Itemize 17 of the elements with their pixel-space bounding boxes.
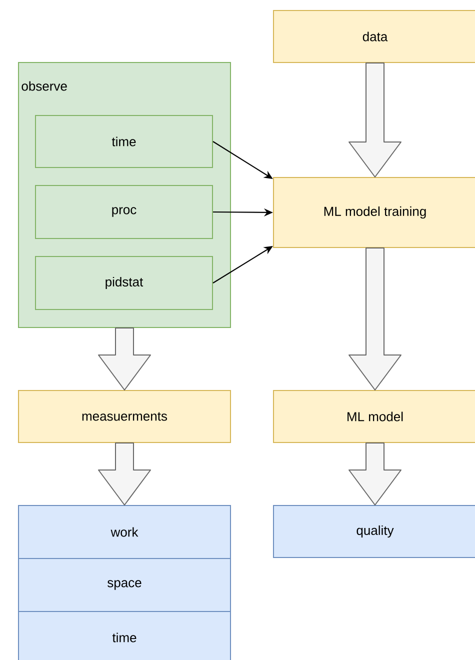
result-box: time bbox=[18, 611, 231, 660]
block-arrow bbox=[348, 248, 402, 390]
process-box: proc bbox=[35, 185, 213, 239]
process-box: measuerments bbox=[18, 390, 231, 443]
block-arrow bbox=[348, 62, 402, 178]
process-box: ML model bbox=[273, 390, 475, 443]
result-box: quality bbox=[273, 505, 475, 558]
block-arrow bbox=[98, 442, 151, 506]
process-box: time bbox=[35, 115, 213, 168]
block-arrow bbox=[348, 442, 402, 506]
result-box: work bbox=[18, 505, 231, 559]
node-label: time bbox=[112, 632, 136, 642]
process-box: data bbox=[273, 10, 475, 63]
process-box: ML model training bbox=[273, 177, 475, 248]
block-arrow bbox=[98, 328, 151, 390]
result-box: space bbox=[18, 558, 231, 612]
process-box: pidstat bbox=[35, 256, 213, 310]
